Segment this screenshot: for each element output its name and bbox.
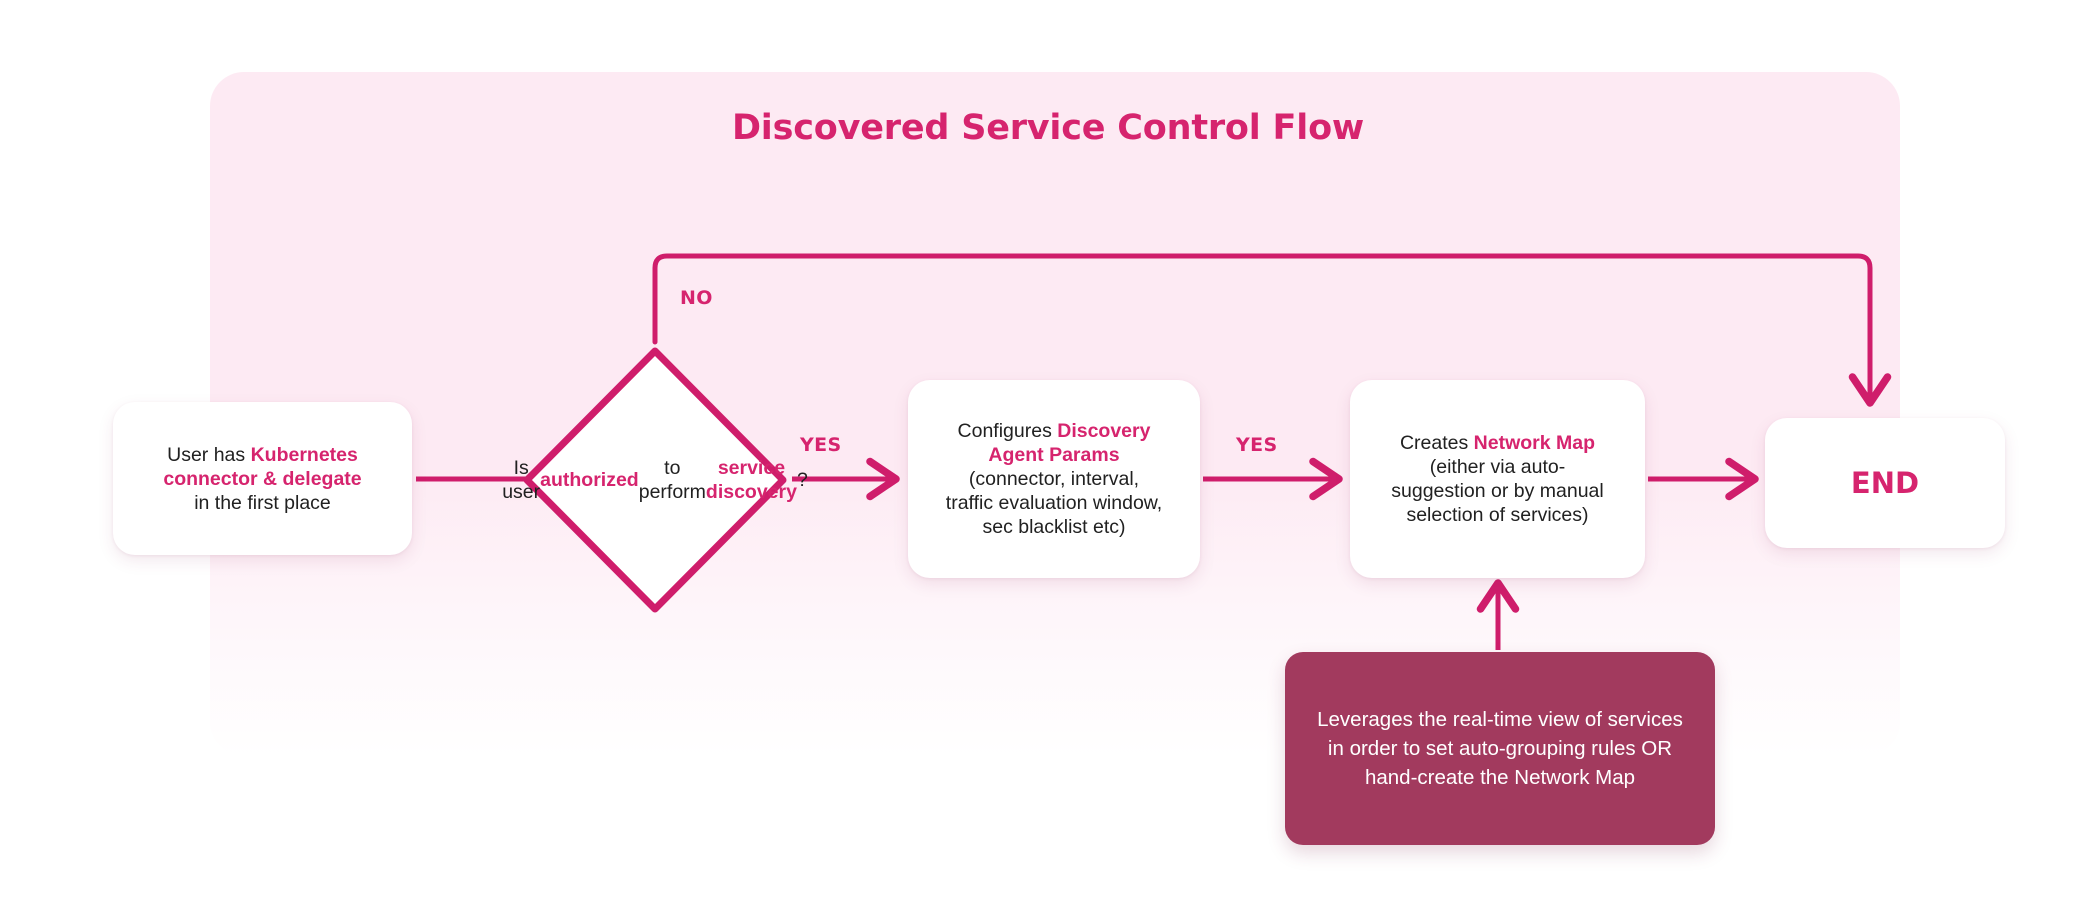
end-node-label: END	[1850, 466, 1920, 500]
end-node[interactable]: END	[1765, 418, 2005, 548]
networkmap-node-label: Creates Network Map(either via auto-sugg…	[1391, 432, 1604, 526]
page-title: Discovered Service Control Flow	[731, 108, 1365, 148]
diamond-shape	[523, 347, 787, 613]
creates-network-map-node[interactable]: Creates Network Map(either via auto-sugg…	[1350, 380, 1645, 578]
callout-note[interactable]: Leverages the real-time view of services…	[1285, 652, 1715, 845]
edge-label-yes-configure: YES	[1236, 434, 1278, 456]
edge-label-yes-decision: YES	[800, 434, 842, 456]
callout-note-text: Leverages the real-time view of services…	[1317, 708, 1683, 789]
edge-label-no: NO	[680, 287, 713, 309]
